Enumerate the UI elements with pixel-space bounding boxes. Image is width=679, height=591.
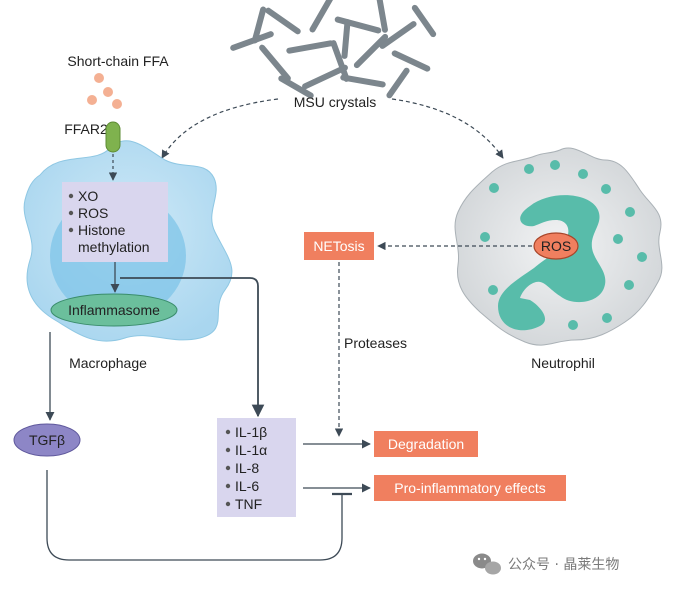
ffar2-label: FFAR2 [64,121,108,137]
msu-to-neutrophil-arrow [391,98,504,159]
proteases-label: Proteases [344,335,407,351]
tgfb-label: TGFβ [29,432,65,448]
cytokine-il6: IL-6 [235,478,259,494]
watermark-text: 公众号 · 晶莱生物 [508,557,619,573]
wechat-watermark: 公众号 · 晶莱生物 [473,553,619,575]
macrophage-signals-box [62,182,168,262]
degradation-box [374,431,478,457]
ffa-molecules-icon [87,73,122,109]
cytokine-il8: IL-8 [235,460,259,476]
wechat-icon [473,553,501,575]
tgfb-node [13,423,81,457]
degradation-label: Degradation [388,436,464,452]
netosis-label: NETosis [313,238,364,254]
signal-xo: XO [78,188,98,204]
proinflammatory-box [374,475,566,501]
macrophage-to-cytokines-arrow [120,277,265,418]
neutrophil-label: Neutrophil [531,355,595,371]
tgfb-inhibition-line [46,470,343,561]
signal-methylation: methylation [78,239,150,255]
netosis-box [304,232,374,260]
macrophage-label: Macrophage [69,355,147,371]
signal-histone: Histone [78,222,126,238]
macrophage-signals-list: XO ROS Histone methylation [68,188,150,255]
msu-crystals-label: MSU crystals [294,94,376,110]
short-chain-ffa-label: Short-chain FFA [67,53,169,69]
proinflammatory-label: Pro-inflammatory effects [394,480,545,496]
cytokine-il1b: IL-1β [235,424,267,440]
signal-ros: ROS [78,205,108,221]
inflammasome-node [50,293,178,327]
cytokine-tnf: TNF [235,496,262,512]
cytokines-box [217,418,296,517]
msu-crystals-icon [230,0,437,99]
msu-to-macrophage-arrow [161,98,279,159]
inflammasome-label: Inflammasome [68,302,160,318]
neutrophil-ros-label: ROS [541,238,571,254]
neutrophil-granules-icon [480,160,647,330]
ffar2-receptor-icon [105,121,121,153]
neutrophil-ros-node [533,232,579,260]
cytokines-list: IL-1β IL-1α IL-8 IL-6 TNF [225,424,267,512]
cytokine-il1a: IL-1α [235,442,267,458]
neutrophil-nucleus-icon [498,195,606,331]
